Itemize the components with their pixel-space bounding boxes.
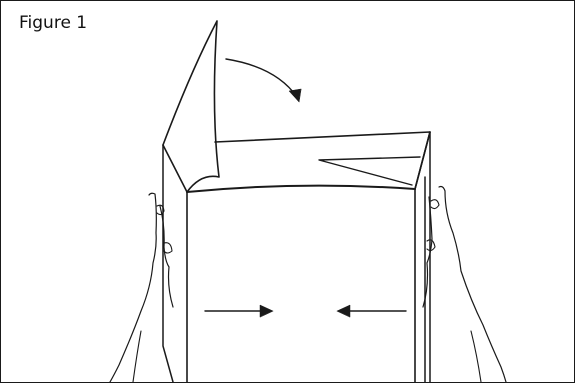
right-fingertip — [426, 239, 436, 252]
fold-arrow-curve — [225, 58, 298, 98]
push-arrows — [204, 304, 407, 318]
left-hand-back — [159, 205, 174, 308]
right-finger-edge — [470, 330, 482, 382]
box-left-top-edge — [162, 144, 188, 193]
box-front-top-edge — [186, 184, 416, 193]
left-fingertip — [163, 242, 173, 254]
top-flaps — [162, 20, 431, 193]
side-tuck-flap — [318, 156, 421, 186]
box-left-side — [162, 144, 174, 382]
left-push-arrow-head — [336, 304, 351, 318]
right-hand-back — [422, 196, 433, 308]
right-hand-outline — [438, 185, 507, 382]
right-push-arrow-head — [259, 304, 274, 318]
right-thumb-nail — [430, 199, 440, 210]
fold-arrow-head — [288, 88, 302, 103]
left-hand — [109, 192, 174, 382]
fold-arrow — [225, 58, 302, 103]
left-thumb-nail — [156, 204, 165, 216]
left-hand-outline — [109, 192, 157, 382]
right-hand — [422, 185, 507, 382]
left-finger-edge — [132, 330, 142, 382]
box-body — [162, 131, 431, 382]
box-right-side — [424, 131, 431, 382]
figure-title: Figure 1 — [19, 13, 88, 33]
lifted-flap — [162, 20, 220, 193]
back-flap — [214, 131, 431, 190]
